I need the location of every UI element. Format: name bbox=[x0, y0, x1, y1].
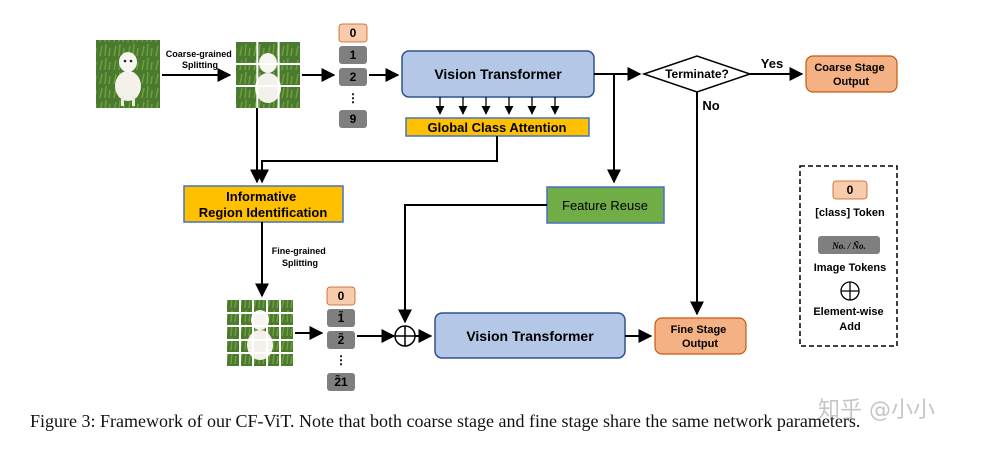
global-class-attention-label: Global Class Attention bbox=[428, 120, 567, 135]
fine-class-token bbox=[326, 286, 356, 306]
input-dog-image bbox=[96, 40, 160, 108]
fine-token-column: 0 1̃ 2̃ ⋮ 2̃1 bbox=[326, 286, 356, 391]
legend-add-label: Element-wise Add bbox=[813, 306, 886, 333]
legend-image-token-label: Image Tokens bbox=[814, 262, 887, 274]
no-label: No bbox=[702, 98, 719, 113]
coarse-split-image bbox=[236, 42, 300, 108]
coarse-token-2: 2 bbox=[350, 70, 357, 84]
coarse-class-token bbox=[338, 23, 368, 43]
figure-caption: Figure 3: Framework of our CF-ViT. Note … bbox=[30, 411, 861, 431]
coarse-image-token-9 bbox=[339, 110, 367, 128]
fine-token-21: 2̃1 bbox=[334, 374, 348, 389]
element-wise-add-symbol bbox=[394, 325, 416, 347]
attention-arrows bbox=[435, 97, 560, 115]
legend-image-token-swatch bbox=[818, 236, 880, 254]
coarse-token-column: 0 1 2 ⋮ 9 bbox=[338, 23, 368, 128]
vit-fine-label: Vision Transformer bbox=[466, 328, 594, 344]
vit-coarse-label: Vision Transformer bbox=[434, 66, 562, 82]
fine-image-token-2 bbox=[327, 331, 355, 349]
legend-class-token-symbol: 0 bbox=[847, 183, 854, 197]
feature-reuse-box bbox=[546, 186, 665, 224]
fine-split-image bbox=[227, 300, 293, 366]
feature-reuse-label: Feature Reuse bbox=[562, 198, 648, 213]
fine-image-token-21 bbox=[327, 373, 355, 391]
fine-split-label: Fine-grained Splitting bbox=[272, 246, 329, 268]
legend-class-token-swatch bbox=[832, 180, 868, 200]
arrow-gca-to-region bbox=[255, 136, 498, 184]
fine-output-label: Fine Stage Output bbox=[671, 324, 730, 350]
fine-image-token-1 bbox=[327, 309, 355, 327]
coarse-output-label: Coarse Stage Output bbox=[814, 62, 887, 88]
watermark: 知乎 @小小 bbox=[818, 398, 935, 423]
fine-output-box bbox=[654, 317, 747, 355]
terminate-label: Terminate? bbox=[665, 67, 729, 81]
fine-token-2: 2̃ bbox=[338, 332, 345, 347]
coarse-image-token-1 bbox=[339, 46, 367, 64]
coarse-token-9: 9 bbox=[350, 112, 357, 126]
fine-token-ellipsis: ⋮ bbox=[335, 353, 347, 367]
coarse-split-label: Coarse-grained Splitting bbox=[166, 49, 235, 70]
coarse-image-token-2 bbox=[339, 68, 367, 86]
fine-token-0: 0 bbox=[338, 289, 345, 303]
arrow-feature-reuse-to-add bbox=[398, 204, 547, 324]
legend-class-token-label: [class] Token bbox=[815, 207, 885, 219]
legend-add-symbol bbox=[840, 281, 860, 301]
fine-token-1: 1̃ bbox=[338, 310, 345, 325]
yes-label: Yes bbox=[761, 56, 783, 71]
coarse-token-0: 0 bbox=[350, 26, 357, 40]
coarse-output-box bbox=[805, 55, 898, 93]
informative-region-label: Informative Region Identification bbox=[199, 189, 328, 220]
informative-region-box bbox=[183, 185, 344, 223]
legend-image-token-symbol: No. / Ño. bbox=[831, 241, 866, 251]
coarse-token-1: 1 bbox=[350, 48, 357, 62]
legend: 0 [class] Token No. / Ño. Image Tokens E… bbox=[799, 165, 898, 347]
legend-border bbox=[799, 165, 898, 347]
coarse-token-ellipsis: ⋮ bbox=[347, 91, 359, 105]
